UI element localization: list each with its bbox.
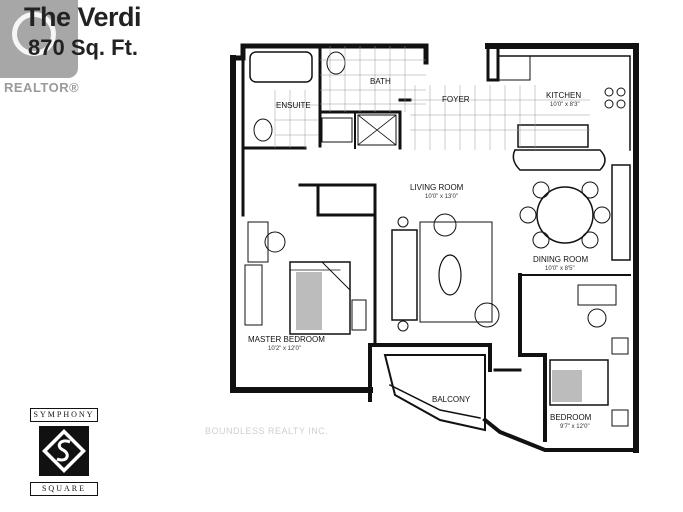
realtor-badge — [0, 0, 78, 78]
builder-logo-bottom: SQUARE — [30, 482, 98, 496]
room-foyer: FOYER — [442, 95, 470, 104]
listing-title: The Verdi — [24, 2, 142, 32]
room-kitchen: KITCHEN — [546, 91, 581, 100]
realtor-r-icon — [12, 12, 56, 56]
symphony-square-emblem-icon — [39, 426, 89, 476]
room-bath: BATH — [370, 77, 391, 86]
room-bedroom: BEDROOM — [550, 413, 592, 422]
room-dining: DINING ROOM — [533, 255, 588, 264]
room-bedroom-dim: 9'7" x 12'0" — [560, 424, 590, 430]
room-ensuite: ENSUITE — [276, 101, 311, 110]
listing-area: 870 Sq. Ft. — [28, 35, 139, 60]
watermark: BOUNDLESS REALTY INC. — [205, 426, 329, 436]
builder-logo-top: SYMPHONY — [30, 408, 98, 422]
realtor-label: REALTOR® — [4, 80, 80, 95]
room-master-dim: 10'2" x 12'0" — [268, 346, 301, 352]
builder-logo: SYMPHONY SQUARE — [30, 408, 98, 498]
room-balcony: BALCONY — [432, 395, 471, 404]
room-living-dim: 10'0" x 13'0" — [425, 194, 458, 200]
room-dining-dim: 10'0" x 8'5" — [545, 266, 575, 272]
listing-title-block: The Verdi 870 Sq. Ft. — [24, 2, 142, 60]
room-living: LIVING ROOM — [410, 183, 464, 192]
room-kitchen-dim: 10'0" x 8'3" — [550, 102, 580, 108]
room-master: MASTER BEDROOM — [248, 335, 325, 344]
